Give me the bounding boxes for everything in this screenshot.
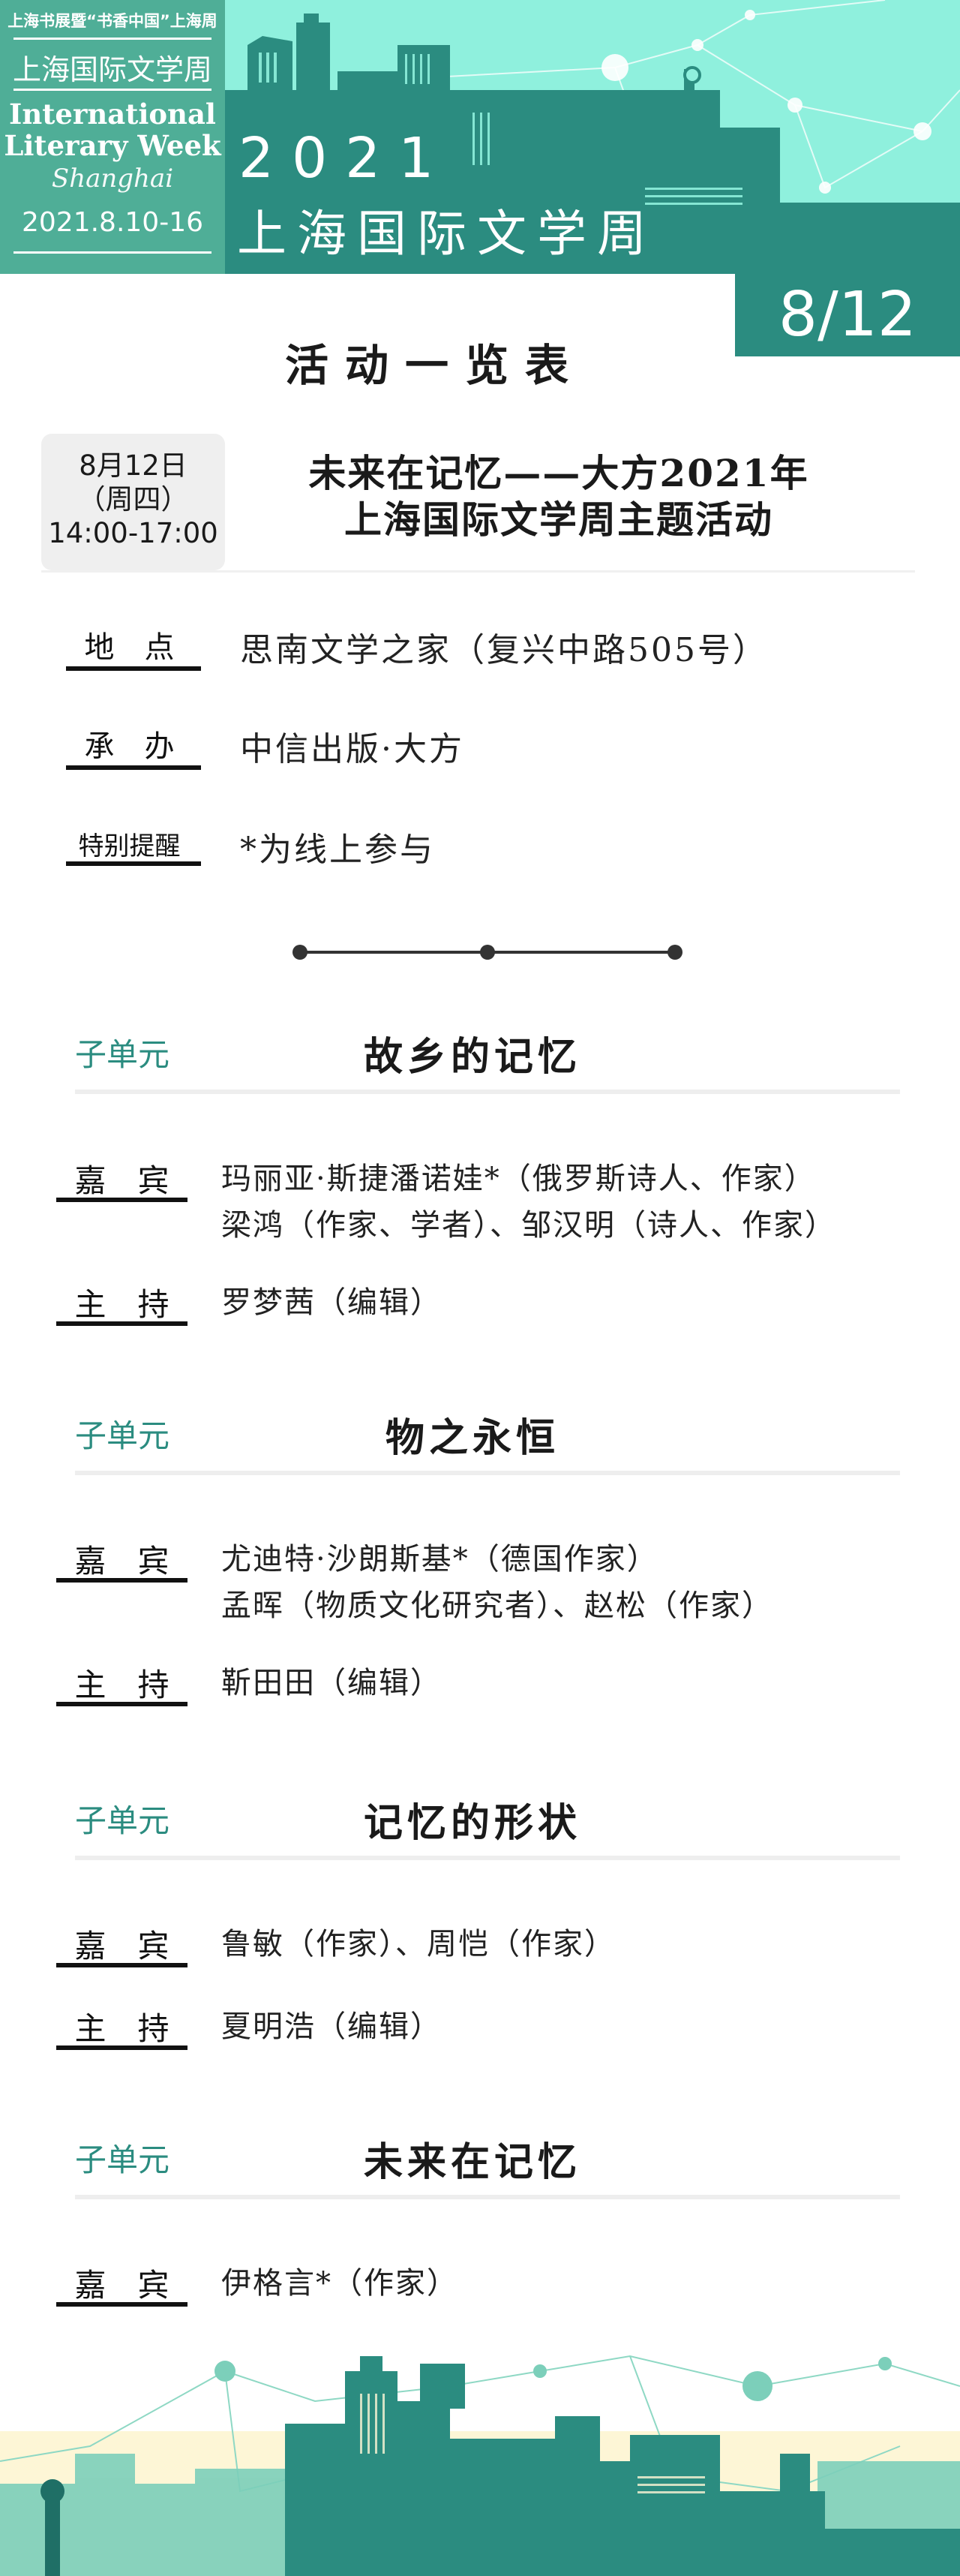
role-label: 嘉 宾: [74, 1162, 170, 1199]
festival-logo: 上海书展暨“书香中国”上海周 上海国际文学周 International Lit…: [0, 0, 225, 274]
sub-unit-tag: 子单元: [75, 1036, 170, 1073]
logo-dates: 2021.8.10-16: [21, 207, 203, 238]
city-skyline-illustration: [225, 0, 960, 274]
divider: [75, 1471, 900, 1475]
label-underline: [56, 1963, 188, 1967]
logo-name-en-2: Literary Week: [4, 129, 221, 162]
guest-line: 孟晖（物质文化研究者）、赵松（作家）: [221, 1589, 773, 1623]
label-underline: [56, 2045, 188, 2050]
label-underline: [66, 861, 201, 866]
role-label: 嘉 宾: [74, 2267, 170, 2304]
label-underline: [56, 1321, 188, 1326]
divider-dot: [480, 945, 495, 960]
label-underline: [56, 1578, 188, 1583]
sub-unit-name: 物之永恒: [385, 1415, 560, 1461]
guest-line: 玛丽亚·斯捷潘诺娃*（俄罗斯诗人、作家）: [221, 1162, 816, 1196]
guest-line: 梁鸿（作家、学者）、邹汉明（诗人、作家）: [221, 1208, 836, 1243]
sub-unit-header: 子单元 故乡的记忆: [75, 1029, 900, 1094]
event-date: 8月12日: [79, 449, 188, 482]
dot-divider: [292, 944, 682, 960]
guests-value: 尤迪特·沙朗斯基*（德国作家） 孟晖（物质文化研究者）、赵松（作家）: [221, 1536, 773, 1629]
sub-unit-header: 子单元 未来在记忆: [75, 2135, 900, 2199]
sub-unit-name: 故乡的记忆: [363, 1034, 581, 1080]
divider-dot: [668, 945, 682, 960]
logo-top-line: 上海书展暨“书香中国”上海周: [8, 12, 218, 30]
sub-unit-header: 子单元 记忆的形状: [75, 1796, 900, 1860]
role-label: 主 持: [74, 1667, 170, 1703]
event-time: 14:00-17:00: [48, 517, 218, 549]
footer-skyline-illustration: [0, 2355, 960, 2576]
role-label: 主 持: [74, 2010, 170, 2047]
page-title: 活动一览表: [284, 340, 585, 391]
sub-unit-tag: 子单元: [75, 2142, 170, 2178]
event-weekday: （周四）: [77, 483, 189, 516]
sub-unit-name: 未来在记忆: [363, 2139, 581, 2185]
venue-value: 思南文学之家（复兴中路505号）: [240, 631, 768, 669]
guests-value: 玛丽亚·斯捷潘诺娃*（俄罗斯诗人、作家） 梁鸿（作家、学者）、邹汉明（诗人、作家…: [221, 1156, 836, 1249]
header-title: 上海国际文学周: [237, 205, 657, 263]
divider-dot: [292, 945, 308, 960]
label-underline: [56, 2302, 188, 2307]
logo-rule: [14, 38, 212, 40]
guests-value: 鲁敏（作家）、周恺（作家）: [221, 1927, 616, 1961]
header-year: 2021: [238, 126, 452, 191]
logo-script: Shanghai: [51, 164, 174, 194]
sub-unit-tag: 子单元: [75, 1417, 170, 1454]
date-badge: 8/12: [735, 274, 960, 356]
event-datetime-box: 8月12日 （周四） 14:00-17:00: [41, 434, 225, 570]
host-value: 罗梦茜（编辑）: [221, 1285, 442, 1320]
sub-unit-header: 子单元 物之永恒: [75, 1411, 900, 1475]
info-label: 地 点: [84, 630, 175, 665]
divider: [75, 1856, 900, 1860]
label-underline: [66, 666, 201, 671]
label-underline: [56, 1702, 188, 1706]
guest-line: 尤迪特·沙朗斯基*（德国作家）: [221, 1542, 658, 1577]
logo-name-cn: 上海国际文学周: [12, 53, 212, 86]
event-title-line: 未来在记忆——大方2021年: [308, 451, 809, 495]
organizer-value: 中信出版·大方: [240, 730, 464, 768]
logo-rule: [14, 89, 212, 91]
logo-name-en-1: International: [9, 98, 216, 131]
header-banner: 上海书展暨“书香中国”上海周 上海国际文学周 International Lit…: [0, 0, 960, 356]
role-label: 嘉 宾: [74, 1928, 170, 1964]
divider: [75, 1090, 900, 1094]
guests-value: 伊格言*（作家）: [221, 2266, 458, 2301]
label-underline: [56, 1198, 188, 1202]
event-title: 未来在记忆——大方2021年 上海国际文学周主题活动: [248, 450, 870, 543]
host-value: 夏明浩（编辑）: [221, 2009, 442, 2044]
label-underline: [66, 765, 201, 770]
sub-unit-name: 记忆的形状: [363, 1800, 581, 1846]
divider: [75, 2195, 900, 2199]
logo-rule: [14, 251, 212, 254]
host-value: 靳田田（编辑）: [221, 1666, 442, 1700]
divider: [41, 570, 915, 573]
info-label: 承 办: [84, 729, 175, 764]
info-label: 特别提醒: [78, 831, 181, 861]
note-value: *为线上参与: [240, 831, 435, 869]
sub-unit-tag: 子单元: [75, 1802, 170, 1839]
role-label: 主 持: [74, 1286, 170, 1323]
role-label: 嘉 宾: [74, 1543, 170, 1580]
event-title-line: 上海国际文学周主题活动: [344, 497, 773, 542]
